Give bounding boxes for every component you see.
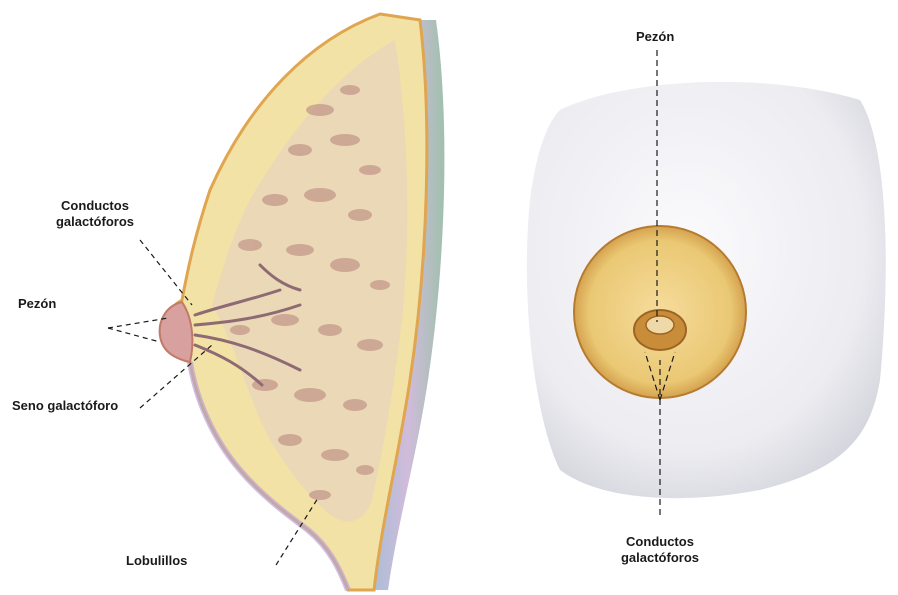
nipple-tip — [646, 316, 674, 334]
label-conductos-left-line2: galactóforos — [40, 214, 150, 230]
label-pezon-left: Pezón — [18, 296, 56, 312]
sagittal-section — [160, 14, 445, 590]
label-conductos-left-line1: Conductos — [40, 198, 150, 214]
label-conductos-galactoforos-left: Conductos galactóforos — [40, 198, 150, 230]
label-conductos-right-line1: Conductos — [605, 534, 715, 550]
surface-view — [527, 82, 886, 498]
label-seno-galactoforo: Seno galactóforo — [12, 398, 118, 414]
label-conductos-galactoforos-right: Conductos galactóforos — [605, 534, 715, 566]
leader-pezon-left-2 — [108, 328, 160, 342]
label-pezon-right: Pezón — [636, 29, 674, 45]
label-conductos-right-line2: galactóforos — [605, 550, 715, 566]
label-lobulillos: Lobulillos — [126, 553, 187, 569]
nipple — [160, 302, 193, 362]
